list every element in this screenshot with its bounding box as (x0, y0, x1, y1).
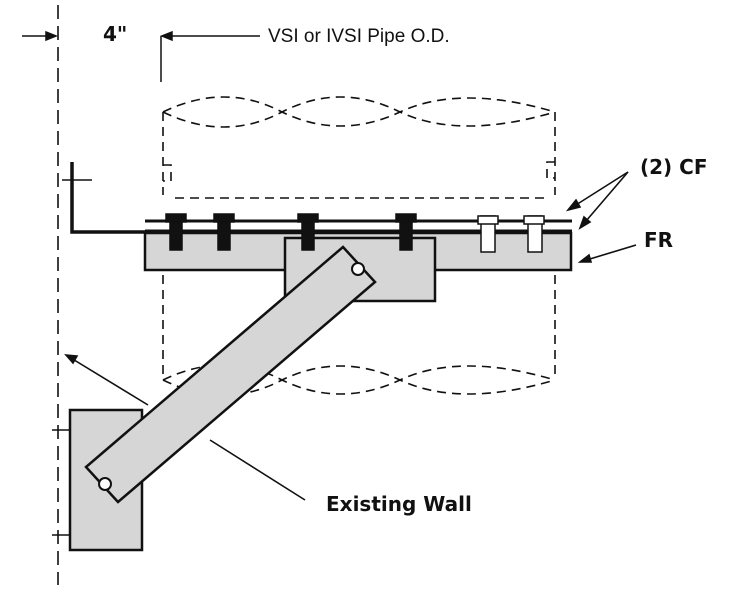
dimension-label: 4" (103, 22, 128, 46)
existing-wall-label: Existing Wall (326, 492, 472, 516)
clamp-fasteners-label: (2) CF (640, 155, 708, 179)
leader-lines (64, 171, 637, 501)
diagonal-brace (84, 245, 377, 504)
frame-label: FR (644, 228, 674, 252)
clamp-bolts (165, 213, 545, 253)
pipe-od-label: VSI or IVSI Pipe O.D. (268, 26, 450, 47)
anchor-ticks (52, 429, 70, 536)
dimension-arrow (22, 30, 260, 82)
